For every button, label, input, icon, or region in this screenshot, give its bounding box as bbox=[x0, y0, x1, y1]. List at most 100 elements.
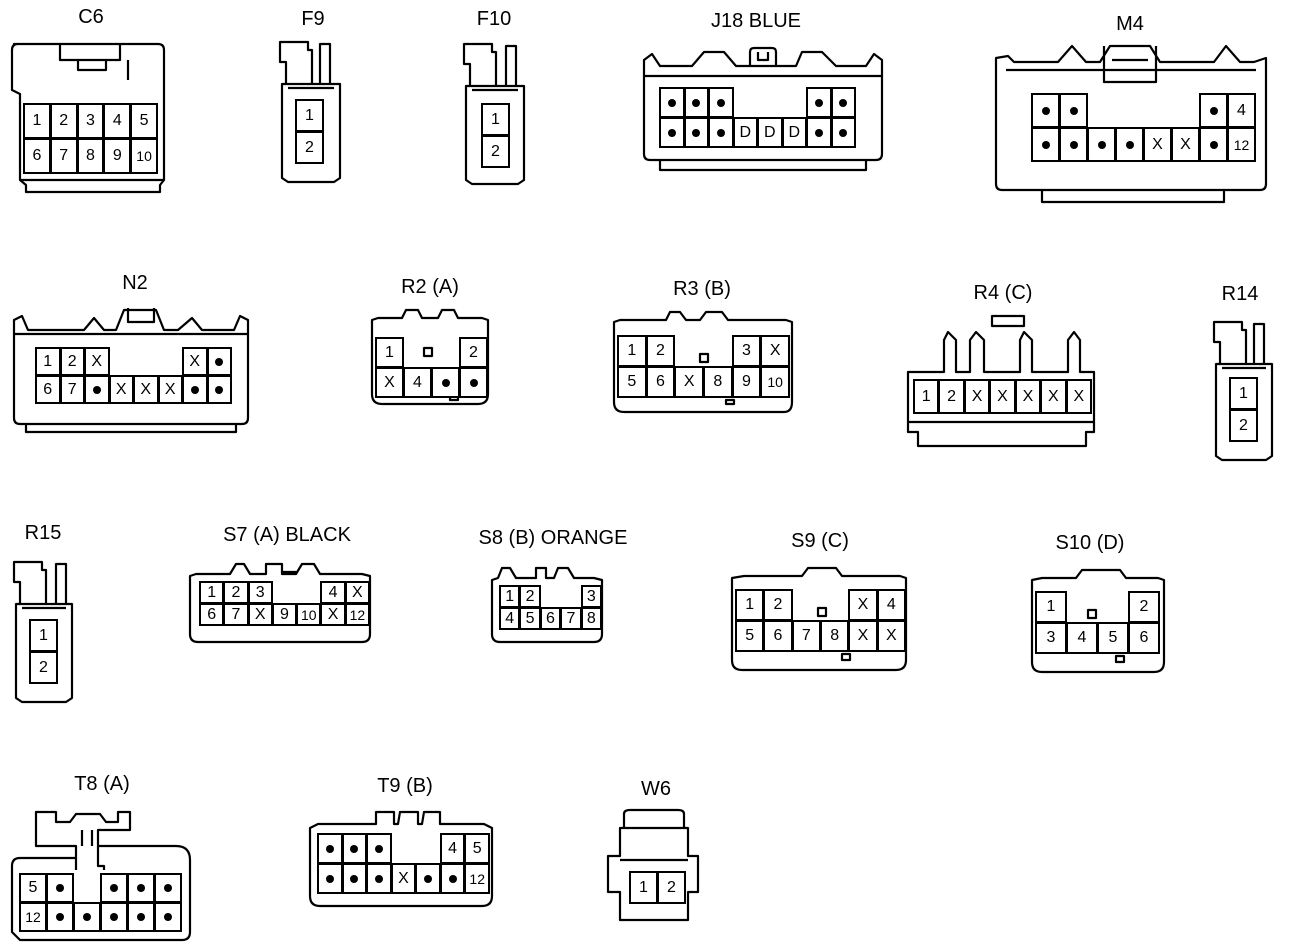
cavity-s9-1-2: 7 bbox=[791, 620, 821, 652]
cavity-r4-0-2: X bbox=[963, 379, 991, 414]
cavity-m4-0-6 bbox=[1199, 93, 1228, 128]
connector-label-f9: F9 bbox=[301, 8, 325, 30]
connector-label-n2: N2 bbox=[122, 272, 148, 294]
cavity-t9-0-0 bbox=[317, 833, 343, 864]
cavity-t9-1-2 bbox=[366, 863, 392, 894]
cavity-w6-0-0: 1 bbox=[629, 871, 658, 904]
cavity-m4-0-5 bbox=[1171, 93, 1200, 128]
cavity-r2-1-2 bbox=[431, 367, 460, 398]
connector-label-s9: S9 (C) bbox=[791, 530, 849, 552]
connector-label-r14: R14 bbox=[1221, 283, 1259, 305]
cavity-c6-0-1: 2 bbox=[49, 103, 78, 139]
cavity-r3-1-5: 10 bbox=[760, 366, 790, 398]
cavity-r3-1-1: 6 bbox=[645, 366, 676, 398]
cavity-s9-0-5: 4 bbox=[876, 589, 906, 621]
cavity-m4-0-3 bbox=[1115, 93, 1144, 128]
cavity-r3-0-4: 3 bbox=[731, 335, 762, 367]
cavity-m4-1-4: X bbox=[1143, 127, 1172, 162]
cavity-j18-1-6 bbox=[806, 117, 832, 148]
cavity-t8-0-2 bbox=[73, 873, 101, 903]
cavity-j18-1-0 bbox=[659, 117, 685, 148]
cavity-r2-1-3 bbox=[459, 367, 488, 398]
cavity-m4-1-1 bbox=[1059, 127, 1088, 162]
cavity-m4-1-0 bbox=[1031, 127, 1060, 162]
cavity-t8-0-4 bbox=[127, 873, 155, 903]
connector-label-t8: T8 (A) bbox=[74, 773, 130, 795]
cavity-t8-0-0: 5 bbox=[19, 873, 47, 903]
cavity-n2-1-1: 7 bbox=[59, 375, 85, 404]
cavity-n2-1-5: X bbox=[157, 375, 183, 404]
connector-label-c6: C6 bbox=[78, 6, 104, 28]
cavity-s10-0-0: 1 bbox=[1035, 591, 1067, 623]
cavity-j18-0-5 bbox=[782, 87, 808, 118]
cavity-r3-0-2 bbox=[674, 335, 704, 367]
connector-label-f10: F10 bbox=[476, 8, 512, 30]
cavity-c6-0-0: 1 bbox=[23, 103, 51, 139]
cavity-n2-0-5 bbox=[158, 347, 184, 376]
cavity-n2-1-6 bbox=[182, 375, 208, 404]
cavity-r3-1-4: 9 bbox=[731, 366, 762, 398]
cavity-m4-1-2 bbox=[1087, 127, 1116, 162]
cavity-s7-1-3: 9 bbox=[271, 603, 298, 626]
cavity-t8-1-2 bbox=[73, 902, 101, 932]
cavity-s8-0-0: 1 bbox=[499, 585, 521, 608]
connector-label-s8: S8 (B) ORANGE bbox=[478, 527, 628, 549]
cavity-j18-0-2 bbox=[708, 87, 734, 118]
cavity-m4-1-3 bbox=[1115, 127, 1144, 162]
cavity-m4-0-1 bbox=[1059, 93, 1088, 128]
cavity-t9-1-1 bbox=[341, 863, 368, 894]
cavity-t9-1-5 bbox=[439, 863, 466, 894]
cavity-s10-0-1 bbox=[1066, 591, 1098, 623]
cavity-s8-0-1: 2 bbox=[519, 585, 541, 608]
cavity-t8-1-5 bbox=[154, 902, 182, 932]
cavity-s10-1-2: 5 bbox=[1097, 622, 1129, 654]
cavity-s9-0-4: X bbox=[848, 589, 878, 621]
cavity-s7-1-5: X bbox=[320, 603, 346, 626]
connector-label-s7: S7 (A) BLACK bbox=[223, 524, 351, 546]
cavity-s7-0-2: 3 bbox=[247, 581, 273, 604]
cavity-n2-0-3 bbox=[109, 347, 135, 376]
cavity-t8-1-4 bbox=[127, 902, 155, 932]
cavity-s8-1-0: 4 bbox=[499, 607, 521, 630]
cavity-s7-1-1: 7 bbox=[223, 603, 249, 626]
cavity-c6-0-3: 4 bbox=[103, 103, 132, 139]
cavity-s10-0-2 bbox=[1097, 591, 1129, 623]
cavity-c6-1-3: 9 bbox=[103, 138, 132, 174]
cavity-n2-1-7 bbox=[206, 375, 232, 404]
cavity-r2-0-2 bbox=[431, 337, 460, 368]
cavity-j18-1-1 bbox=[683, 117, 709, 148]
cavity-n2-0-7 bbox=[206, 347, 232, 376]
cavity-r4-0-1: 2 bbox=[938, 379, 965, 414]
cavity-c6-1-4: 10 bbox=[130, 138, 158, 174]
cavity-t9-0-4 bbox=[415, 833, 441, 864]
cavity-r4-0-4: X bbox=[1014, 379, 1042, 414]
cavity-s8-0-4: 3 bbox=[580, 585, 602, 608]
connector-label-r2: R2 (A) bbox=[401, 276, 459, 298]
cavity-n2-0-0: 1 bbox=[35, 347, 61, 376]
cavity-s9-1-5: X bbox=[876, 620, 906, 652]
connector-outline-m4 bbox=[994, 44, 1268, 204]
cavity-r2-0-1 bbox=[403, 337, 432, 368]
cavity-n2-0-1: 2 bbox=[59, 347, 85, 376]
cavity-c6-0-4: 5 bbox=[130, 103, 158, 139]
cavity-c6-1-0: 6 bbox=[23, 138, 51, 174]
connector-label-w6: W6 bbox=[641, 778, 671, 800]
